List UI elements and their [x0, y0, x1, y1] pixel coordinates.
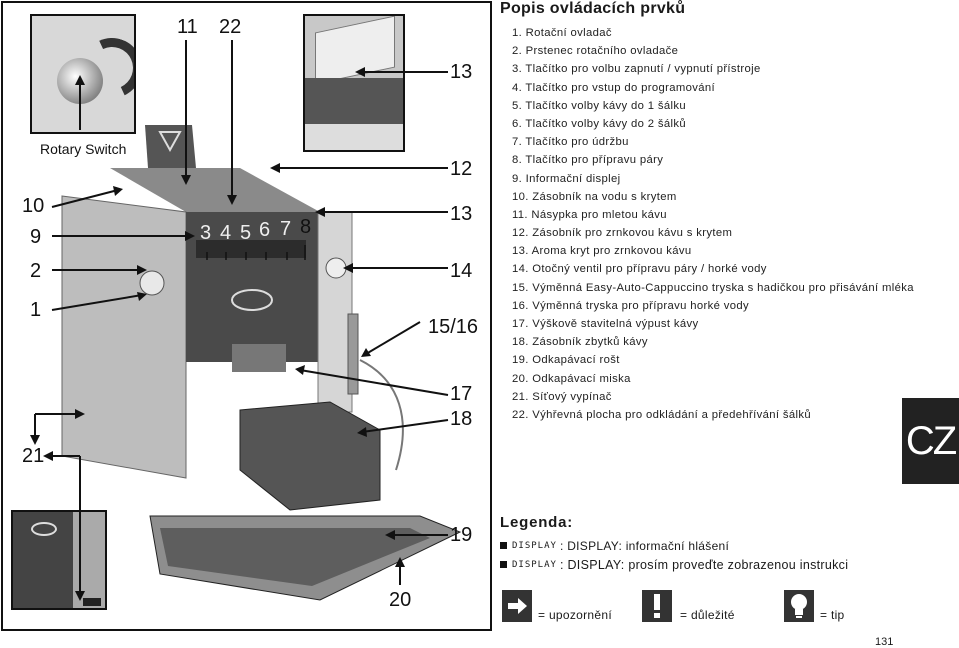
page-number: 131 — [875, 636, 894, 648]
callout-6: 6 — [259, 219, 271, 241]
callout-arrows — [30, 40, 449, 601]
description-item: 5. Tlačítko volby kávy do 1 šálku — [512, 99, 686, 112]
legend: Legenda: DISPLAY : DISPLAY: informační h… — [500, 514, 900, 574]
legend-row-text: : DISPLAY: prosím proveďte zobrazenou in… — [559, 557, 849, 572]
description-item: 21. Síťový vypínač — [512, 390, 612, 403]
callout-9: 9 — [30, 226, 42, 248]
callout-14: 14 — [450, 260, 473, 282]
description-item: 3. Tlačítko pro volbu zapnutí / vypnutí … — [512, 63, 761, 76]
inset-power-switch — [11, 510, 107, 610]
callout-2: 2 — [30, 260, 42, 282]
callout-13-top: 13 — [450, 61, 473, 83]
bullet-square-icon — [500, 561, 507, 568]
symbol-label-tip: = tip — [820, 608, 845, 622]
inset-rotary-switch — [30, 14, 136, 134]
description-item: 20. Odkapávací miska — [512, 372, 631, 385]
brand-logo — [231, 289, 273, 311]
callout-3: 3 — [200, 222, 212, 244]
description-item: 22. Výhřevná plocha pro odkládání a před… — [512, 408, 811, 421]
description-list: 1. Rotační ovladač 2. Prstenec rotačního … — [500, 24, 920, 424]
callout-21: 21 — [22, 445, 45, 467]
coffee-machine-diagram: 11 22 13 Rotary Switch 12 10 13 9 3 4 5 … — [1, 1, 492, 631]
bullet-square-icon — [500, 542, 507, 549]
callout-11: 11 — [177, 16, 198, 38]
description-item: 11. Násypka pro mletou kávu — [512, 208, 667, 221]
callout-1: 1 — [30, 299, 42, 321]
display-token: DISPLAY — [512, 559, 557, 570]
description-item: 15. Výměnná Easy-Auto-Cappuccino tryska … — [512, 281, 914, 294]
callout-rotary-switch: Rotary Switch — [40, 141, 127, 157]
description-item: 10. Zásobník na vodu s krytem — [512, 190, 677, 203]
description-item: 19. Odkapávací rošt — [512, 354, 620, 367]
diagram-frame — [1, 1, 492, 631]
logo-mark-illustration — [31, 522, 57, 536]
display-token: DISPLAY — [512, 540, 557, 551]
description-item: 8. Tlačítko pro přípravu páry — [512, 154, 664, 167]
description-item: 9. Informační displej — [512, 172, 621, 185]
drip-grate — [160, 528, 430, 586]
controls-description: Popis ovládacích prvků 1. Rotační ovlada… — [500, 0, 920, 424]
machine-body-illustration — [305, 124, 403, 150]
arrow-right-icon — [502, 590, 532, 622]
machine-top — [110, 168, 320, 212]
callout-10: 10 — [22, 195, 45, 217]
symbol-label-important: = důležité — [680, 608, 735, 622]
description-item: 18. Zásobník zbytků kávy — [512, 336, 648, 349]
machine-illustration — [61, 125, 462, 601]
callout-20: 20 — [389, 589, 412, 611]
callout-4: 4 — [220, 222, 232, 244]
callout-19: 19 — [450, 524, 473, 546]
description-item: 14. Otočný ventil pro přípravu páry / ho… — [512, 263, 767, 276]
description-item: 2. Prstenec rotačního ovladače — [512, 45, 679, 58]
description-item: 12. Zásobník pro zrnkovou kávu s krytem — [512, 227, 733, 240]
rotary-knob — [139, 270, 165, 296]
inset-bean-container — [303, 14, 405, 152]
callout-17: 17 — [450, 383, 473, 405]
coffee-outlet — [232, 344, 286, 372]
callout-18: 18 — [450, 408, 473, 430]
language-tab: CZ — [902, 398, 959, 484]
description-item: 17. Výškově stavitelná výpust kávy — [512, 318, 699, 330]
callout-8: 8 — [300, 216, 312, 238]
grounds-container — [239, 401, 381, 511]
description-item: 6. Tlačítko volby kávy do 2 šálků — [512, 117, 686, 130]
symbol-label-notice: = upozornění — [538, 608, 612, 622]
callout-12: 12 — [450, 158, 473, 180]
milk-hose — [359, 359, 404, 471]
callout-15-16: 15/16 — [428, 316, 479, 338]
description-item: 1. Rotační ovladač — [512, 27, 612, 39]
callout-22: 22 — [219, 16, 242, 38]
steam-nozzle — [347, 313, 359, 395]
legend-row-instruction: DISPLAY : DISPLAY: prosím proveďte zobra… — [500, 555, 900, 574]
water-tank — [61, 195, 187, 479]
front-panel — [186, 212, 318, 362]
callout-13-mid: 13 — [450, 203, 473, 225]
display-strip — [196, 240, 306, 258]
power-switch-illustration — [83, 598, 101, 606]
symbol-legend: = upozornění = důležité = tip — [500, 590, 920, 630]
description-title: Popis ovládacích prvků — [500, 0, 686, 17]
callout-7: 7 — [280, 218, 292, 240]
exclamation-icon — [642, 590, 672, 622]
legend-title: Legenda: — [500, 514, 574, 531]
bean-hopper-illustration — [305, 78, 403, 124]
lightbulb-icon — [784, 590, 814, 622]
legend-row-text: : DISPLAY: informační hlášení — [559, 538, 730, 553]
description-item: 13. Aroma kryt pro zrnkovou kávu — [512, 245, 692, 258]
description-item: 4. Tlačítko pro vstup do programování — [512, 81, 716, 94]
legend-row-info: DISPLAY : DISPLAY: informační hlášení — [500, 536, 900, 555]
description-item: 7. Tlačítko pro údržbu — [512, 136, 629, 149]
description-item: 16. Výměnná tryska pro přípravu horké vo… — [512, 299, 749, 312]
cup-warmer-sign — [145, 125, 196, 168]
callout-5: 5 — [240, 222, 252, 244]
